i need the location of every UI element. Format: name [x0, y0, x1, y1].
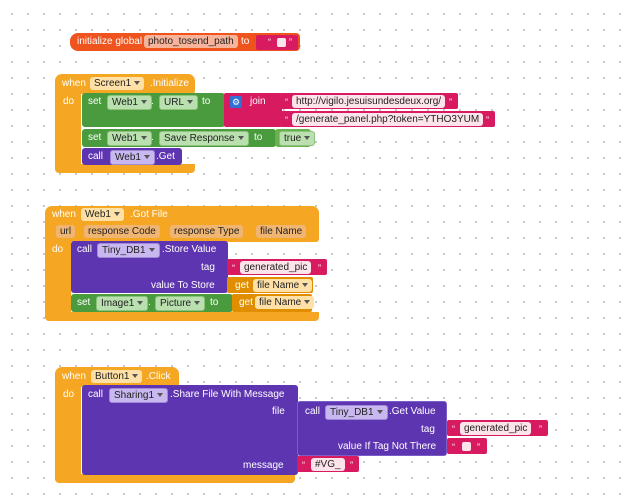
- quote-right: ”: [318, 263, 321, 273]
- quote-left: “: [452, 442, 455, 452]
- button-click-body-left: [55, 385, 81, 480]
- tag-string-field[interactable]: generated_pic: [240, 261, 312, 274]
- quote-right: ”: [477, 442, 480, 452]
- share-message-label: message: [243, 460, 284, 471]
- button-click-do: do: [63, 389, 75, 400]
- gotfile-do: do: [52, 244, 64, 255]
- screen-init-when: when: [62, 78, 86, 89]
- param-response-code[interactable]: response Code: [84, 225, 160, 238]
- set-image-to: to: [210, 297, 219, 308]
- get-call: call: [305, 406, 321, 417]
- quote-left: “: [268, 37, 271, 47]
- set1-to: to: [202, 96, 211, 107]
- screen-init-footer: [55, 164, 195, 173]
- gotfile-when: when: [52, 209, 76, 220]
- string-path-field[interactable]: /generate_panel.php?token=YTHO3YUM: [292, 113, 484, 126]
- store-component-dropdown[interactable]: Tiny_DB1: [97, 243, 160, 258]
- get-component-dropdown[interactable]: Tiny_DB1: [325, 405, 388, 420]
- set2-to: to: [254, 132, 263, 143]
- gotfile-component-dropdown[interactable]: Web1: [81, 208, 124, 221]
- get-var-dropdown-2[interactable]: file Name: [255, 296, 315, 309]
- get-label-2: get: [239, 297, 253, 308]
- dot: .: [151, 96, 154, 107]
- screen-init-do: do: [63, 96, 75, 107]
- button-click-footer: [55, 474, 295, 483]
- quote-left: “: [285, 115, 288, 125]
- quote-right: ”: [539, 424, 542, 434]
- call-method: .Get: [156, 151, 175, 162]
- get-tag-string-field[interactable]: generated_pic: [460, 422, 532, 435]
- gotfile-event: .Got File: [130, 209, 168, 220]
- get-label-1: get: [235, 280, 249, 291]
- quote-left: “: [302, 460, 305, 470]
- quote-left: “: [232, 263, 235, 273]
- store-method: .Store Value: [162, 244, 217, 255]
- true-dropdown[interactable]: true: [279, 131, 316, 146]
- dot: .: [151, 132, 154, 143]
- share-method: .Share File With Message: [170, 389, 285, 400]
- init-global-label: initialize global: [77, 36, 143, 47]
- set-image-set: set: [77, 297, 91, 308]
- quote-left: “: [452, 424, 455, 434]
- get-method: .Get Value: [389, 406, 436, 417]
- set2-component-dropdown[interactable]: Web1: [107, 131, 152, 146]
- call-component-dropdown[interactable]: Web1: [110, 150, 155, 165]
- quote-right: ”: [289, 37, 292, 47]
- set1-prop-dropdown[interactable]: URL: [159, 95, 199, 110]
- init-global-to: to: [241, 36, 250, 47]
- screen-init-body-left: [55, 92, 81, 168]
- param-url[interactable]: url: [56, 225, 76, 238]
- gear-icon[interactable]: ⚙: [230, 96, 242, 108]
- screen1-dropdown[interactable]: Screen1: [90, 77, 145, 90]
- get-tag-label: tag: [421, 424, 435, 435]
- get-var-dropdown-1[interactable]: file Name: [253, 279, 313, 292]
- screen-init-event: .Initialize: [150, 78, 189, 89]
- button-click-event: .Click: [146, 371, 171, 382]
- share-component-dropdown[interactable]: Sharing1: [109, 388, 169, 403]
- quote-right: ”: [449, 97, 452, 107]
- button-click-when: when: [62, 371, 86, 382]
- set2-prop-dropdown[interactable]: Save Response: [159, 131, 249, 146]
- quote-right: ”: [350, 460, 353, 470]
- call-label: call: [88, 151, 104, 162]
- store-call: call: [77, 244, 93, 255]
- set2-set: set: [88, 132, 102, 143]
- share-call: call: [88, 389, 104, 400]
- set1-component-dropdown[interactable]: Web1: [107, 95, 152, 110]
- default-empty-string-field[interactable]: [462, 442, 471, 451]
- param-file-name[interactable]: file Name: [256, 225, 307, 238]
- gotfile-body-left: [45, 240, 71, 318]
- global-name-field[interactable]: photo_tosend_path: [144, 35, 238, 48]
- store-tag-label: tag: [201, 262, 215, 273]
- set-web1-url-block[interactable]: [82, 93, 225, 127]
- dot: .: [148, 297, 151, 308]
- set-image-prop-dropdown[interactable]: Picture: [155, 296, 206, 311]
- param-response-type[interactable]: response Type: [170, 225, 244, 238]
- get-default-label: value If Tag Not There: [338, 441, 437, 452]
- empty-string-field[interactable]: [277, 38, 286, 47]
- string-url-field[interactable]: http://vigilo.jesuisundesdeux.org/: [292, 95, 446, 108]
- store-value-label: value To Store: [151, 280, 215, 291]
- set-image-component-dropdown[interactable]: Image1: [96, 296, 149, 311]
- join-label: join: [250, 96, 266, 107]
- button1-dropdown[interactable]: Button1: [91, 370, 143, 383]
- message-string-field[interactable]: #VG_: [311, 458, 345, 471]
- gotfile-footer: [45, 312, 319, 321]
- quote-right: ”: [486, 115, 489, 125]
- share-file-label: file: [272, 406, 285, 417]
- quote-left: “: [285, 97, 288, 107]
- set1-set: set: [88, 96, 102, 107]
